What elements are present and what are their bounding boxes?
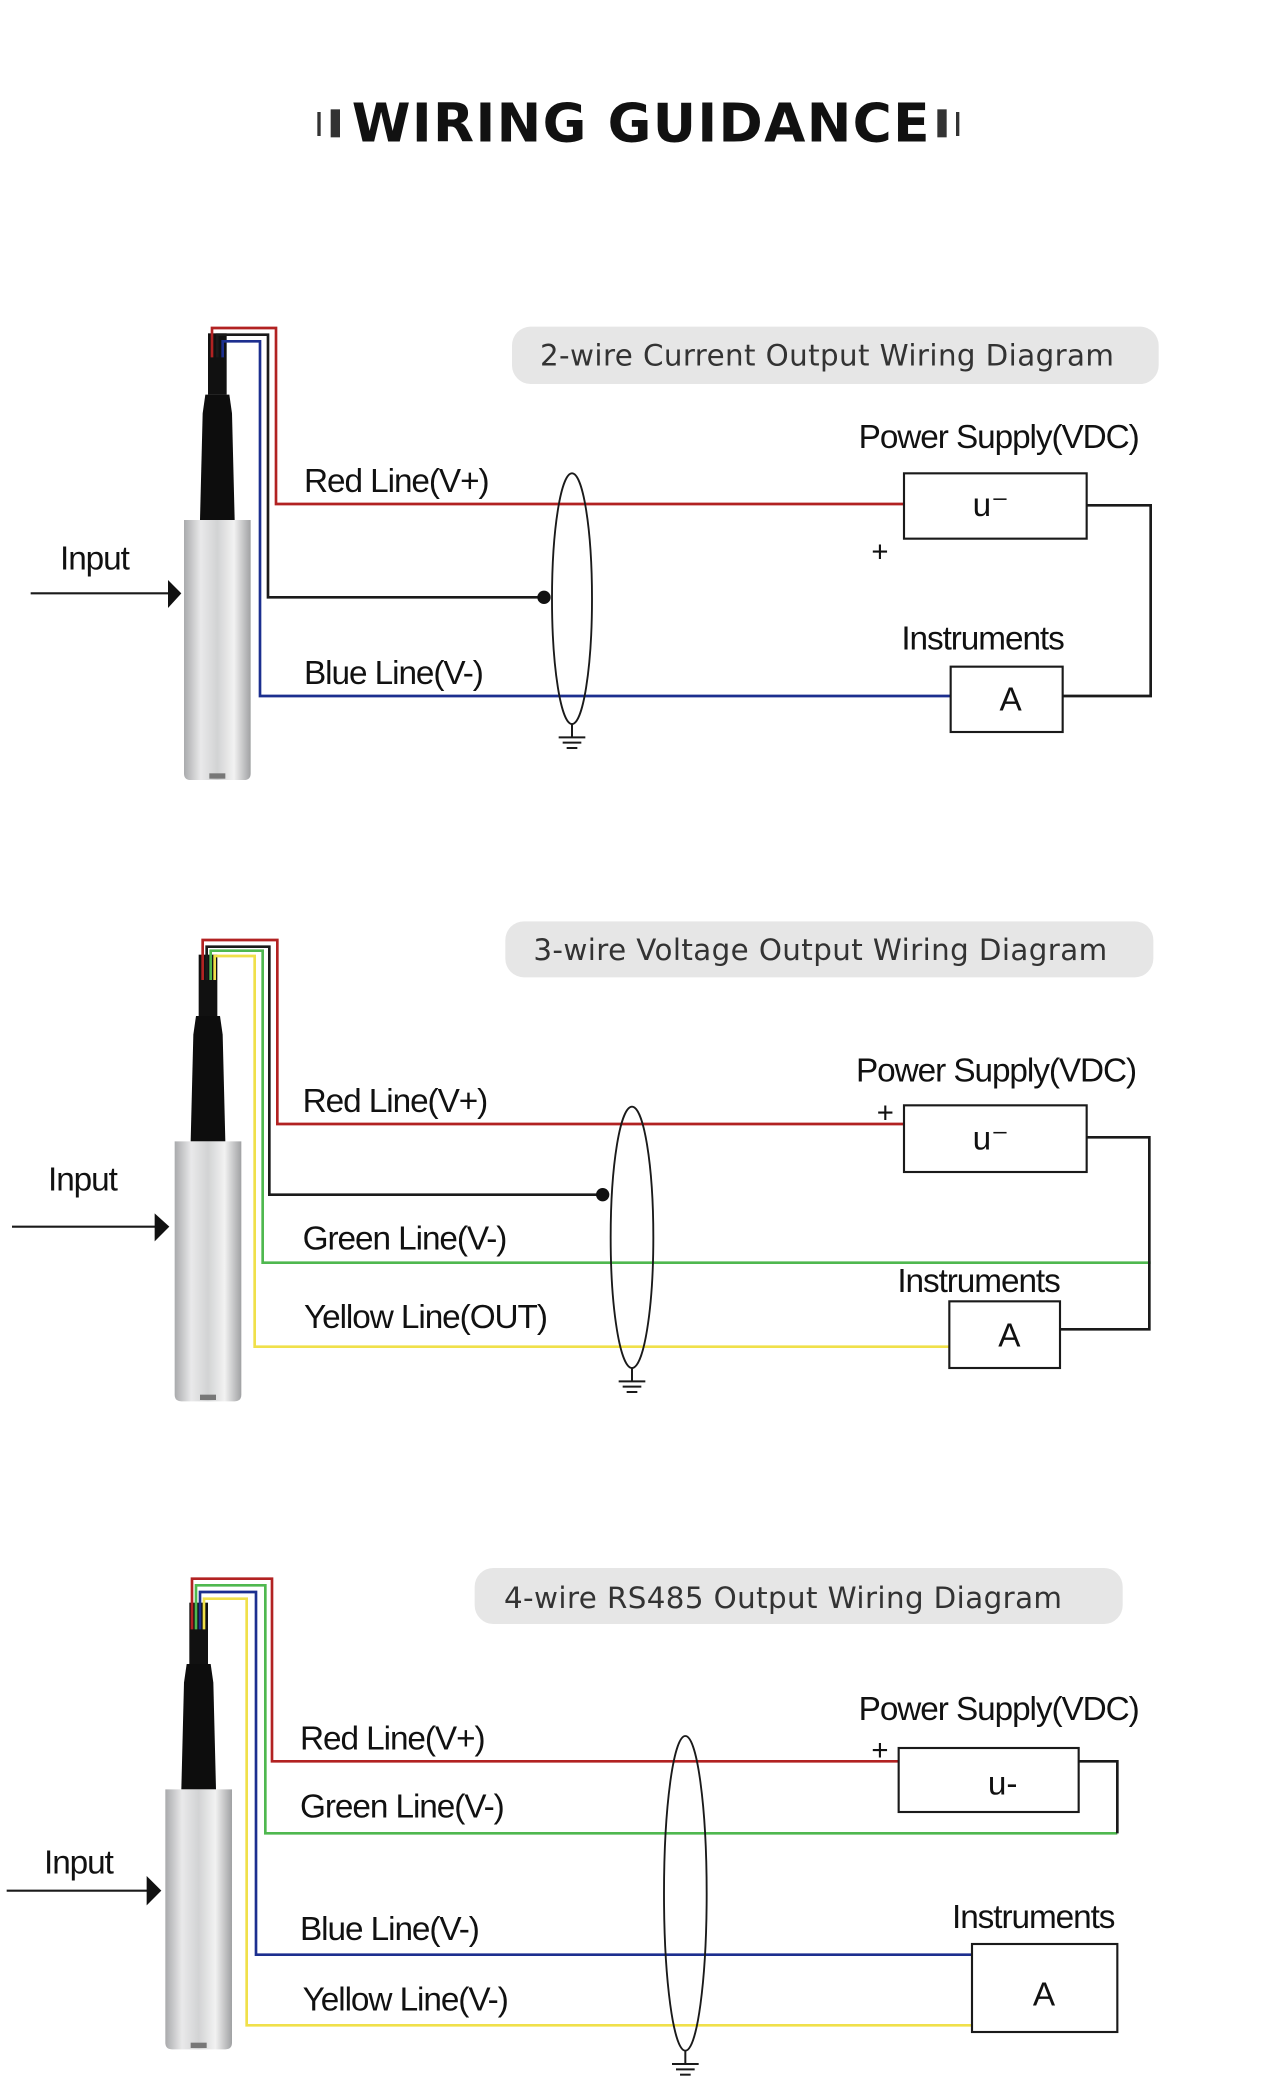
wire-label-yellow: Yellow Line(OUT) bbox=[304, 1299, 547, 1336]
shield-junction-dot bbox=[596, 1188, 610, 1202]
power-supply-box bbox=[902, 472, 1088, 540]
input-arrow-icon bbox=[146, 1876, 162, 1906]
sensor-icon bbox=[174, 954, 242, 1402]
instruments-box bbox=[948, 1300, 1062, 1370]
ground-icon bbox=[557, 723, 587, 749]
instruments-label: Instruments bbox=[952, 1899, 1115, 1936]
power-supply-box-text: u⁻ bbox=[973, 487, 1009, 524]
wire-label-yellow: Yellow Line(V-) bbox=[303, 1982, 508, 2019]
wire-label-blue: Blue Line(V-) bbox=[304, 655, 483, 692]
diagram-heading-pill bbox=[512, 326, 1159, 384]
diagram-heading: 3-wire Voltage Output Wiring Diagram bbox=[533, 933, 1107, 967]
return-wire bbox=[1062, 504, 1152, 698]
ground-icon bbox=[617, 1367, 647, 1393]
diagram-3-wire-voltage: 3-wire Voltage Output Wiring Diagram Red… bbox=[12, 921, 1154, 1402]
red-wire bbox=[190, 1577, 899, 1763]
black-shield-wire bbox=[205, 945, 603, 1196]
title-deco-right-thin bbox=[956, 112, 960, 136]
sensor-icon bbox=[184, 333, 251, 780]
input-label: Input bbox=[44, 1844, 115, 1881]
power-supply-box bbox=[897, 1746, 1080, 1814]
wire-label-red: Red Line(V+) bbox=[303, 1083, 487, 1120]
black-shield-wire bbox=[216, 333, 544, 599]
yellow-wire bbox=[202, 1597, 972, 2027]
shield-ellipse bbox=[663, 1735, 708, 2052]
title-deco-right-thick bbox=[937, 109, 947, 138]
ground-icon bbox=[671, 2049, 700, 2076]
input-label: Input bbox=[48, 1162, 119, 1199]
blue-wire bbox=[198, 1590, 972, 1956]
instruments-box-text: A bbox=[1000, 682, 1023, 719]
title-deco-left-thin bbox=[317, 112, 321, 136]
instruments-label: Instruments bbox=[897, 1263, 1060, 1300]
diagram-heading-pill bbox=[474, 1568, 1123, 1624]
yellow-wire bbox=[213, 954, 950, 1348]
red-wire bbox=[210, 326, 904, 506]
plus-sign: + bbox=[877, 1097, 894, 1130]
green-wire bbox=[209, 949, 1151, 1264]
instruments-box bbox=[949, 665, 1064, 734]
diagram-heading-pill bbox=[505, 921, 1154, 978]
power-supply-label: Power Supply(VDC) bbox=[859, 419, 1139, 456]
instruments-label: Instruments bbox=[901, 620, 1064, 657]
wire-label-red: Red Line(V+) bbox=[304, 463, 489, 500]
page-header: WIRING GUIDANCE bbox=[317, 91, 960, 154]
shield-junction-dot bbox=[537, 590, 551, 604]
input-arrow-icon bbox=[154, 1213, 170, 1242]
power-supply-label: Power Supply(VDC) bbox=[856, 1052, 1136, 1089]
diagram-heading: 4-wire RS485 Output Wiring Diagram bbox=[504, 1581, 1062, 1615]
wire-label-green: Green Line(V-) bbox=[303, 1220, 507, 1257]
shield-ellipse bbox=[609, 1105, 655, 1369]
diagram-heading: 2-wire Current Output Wiring Diagram bbox=[540, 338, 1114, 372]
green-wire bbox=[194, 1584, 1118, 1835]
diagram-4-wire-rs485: 4-wire RS485 Output Wiring Diagram Red L… bbox=[6, 1568, 1140, 2076]
plus-sign: + bbox=[871, 535, 888, 568]
power-supply-box bbox=[902, 1104, 1088, 1174]
input-arrow-icon bbox=[168, 580, 182, 608]
power-supply-box-text: u- bbox=[988, 1766, 1018, 1803]
page-title: WIRING GUIDANCE bbox=[352, 91, 931, 154]
wire-label-green: Green Line(V-) bbox=[300, 1788, 504, 1825]
wire-label-blue: Blue Line(V-) bbox=[300, 1911, 479, 1948]
instruments-box bbox=[970, 1942, 1119, 2034]
wire-label-red: Red Line(V+) bbox=[300, 1720, 485, 1757]
power-supply-box-text: u⁻ bbox=[973, 1120, 1009, 1157]
instruments-box-text: A bbox=[1033, 1976, 1056, 2013]
input-label: Input bbox=[60, 540, 131, 577]
title-deco-left-thick bbox=[330, 109, 340, 138]
blue-wire bbox=[221, 340, 951, 698]
shield-ellipse bbox=[551, 472, 593, 725]
sensor-icon bbox=[165, 1602, 232, 2050]
instruments-box-text: A bbox=[998, 1318, 1021, 1355]
plus-sign: + bbox=[871, 1734, 888, 1767]
return-wire bbox=[1078, 1760, 1119, 1834]
red-wire bbox=[201, 938, 904, 1126]
return-wire bbox=[1060, 1136, 1151, 1331]
power-supply-label: Power Supply(VDC) bbox=[859, 1691, 1139, 1728]
diagram-2-wire-current: 2-wire Current Output Wiring Diagram Red… bbox=[30, 326, 1159, 780]
